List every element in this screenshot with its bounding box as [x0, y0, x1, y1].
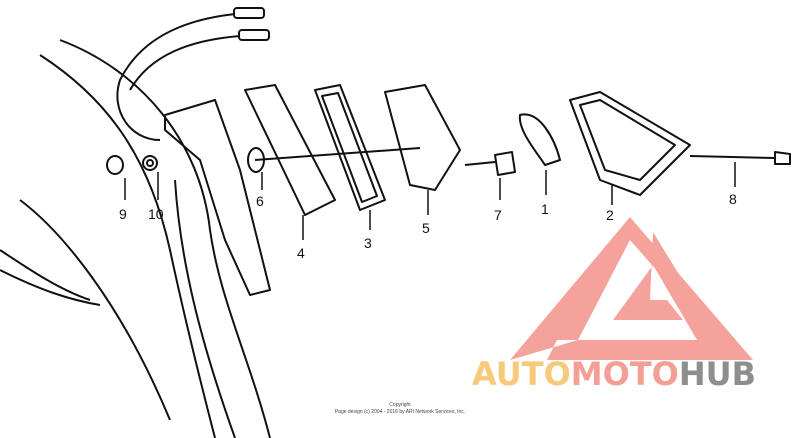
callout-6: 6 — [256, 193, 264, 209]
copyright-line: Page design (c) 2004 - 2016 by ARI Netwo… — [334, 409, 466, 415]
mounting-rod — [254, 147, 421, 161]
callout-labels: 9 10 6 4 3 5 7 1 2 8 — [119, 191, 737, 261]
wordmark-hub: HUB — [678, 355, 757, 393]
watermark-wordmark: AUTOMOTOHUB — [472, 358, 756, 390]
part-7-stud — [464, 151, 516, 176]
part-3-gasket — [314, 84, 386, 211]
part-4-plate — [244, 84, 336, 216]
callout-4: 4 — [297, 245, 305, 261]
part-8-screw — [689, 151, 791, 165]
part-5-base — [384, 84, 461, 191]
callout-7: 7 — [494, 207, 502, 223]
callout-3: 3 — [364, 235, 372, 251]
callout-10: 10 — [148, 206, 164, 222]
callout-8: 8 — [729, 191, 737, 207]
watermark-logo-icon — [510, 217, 753, 360]
callout-1: 1 — [541, 201, 549, 217]
rear-fender — [19, 39, 271, 438]
wiring — [0, 13, 241, 306]
callout-5: 5 — [422, 220, 430, 236]
license-bracket — [164, 99, 271, 296]
wordmark-auto: AUTO — [472, 355, 571, 393]
callout-2: 2 — [606, 207, 614, 223]
callout-9: 9 — [119, 206, 127, 222]
part-1-bulb — [518, 113, 561, 166]
copyright-title: Copyright — [389, 402, 411, 408]
part-2-lens — [569, 91, 691, 196]
wordmark-moto: MOTO — [570, 355, 679, 393]
